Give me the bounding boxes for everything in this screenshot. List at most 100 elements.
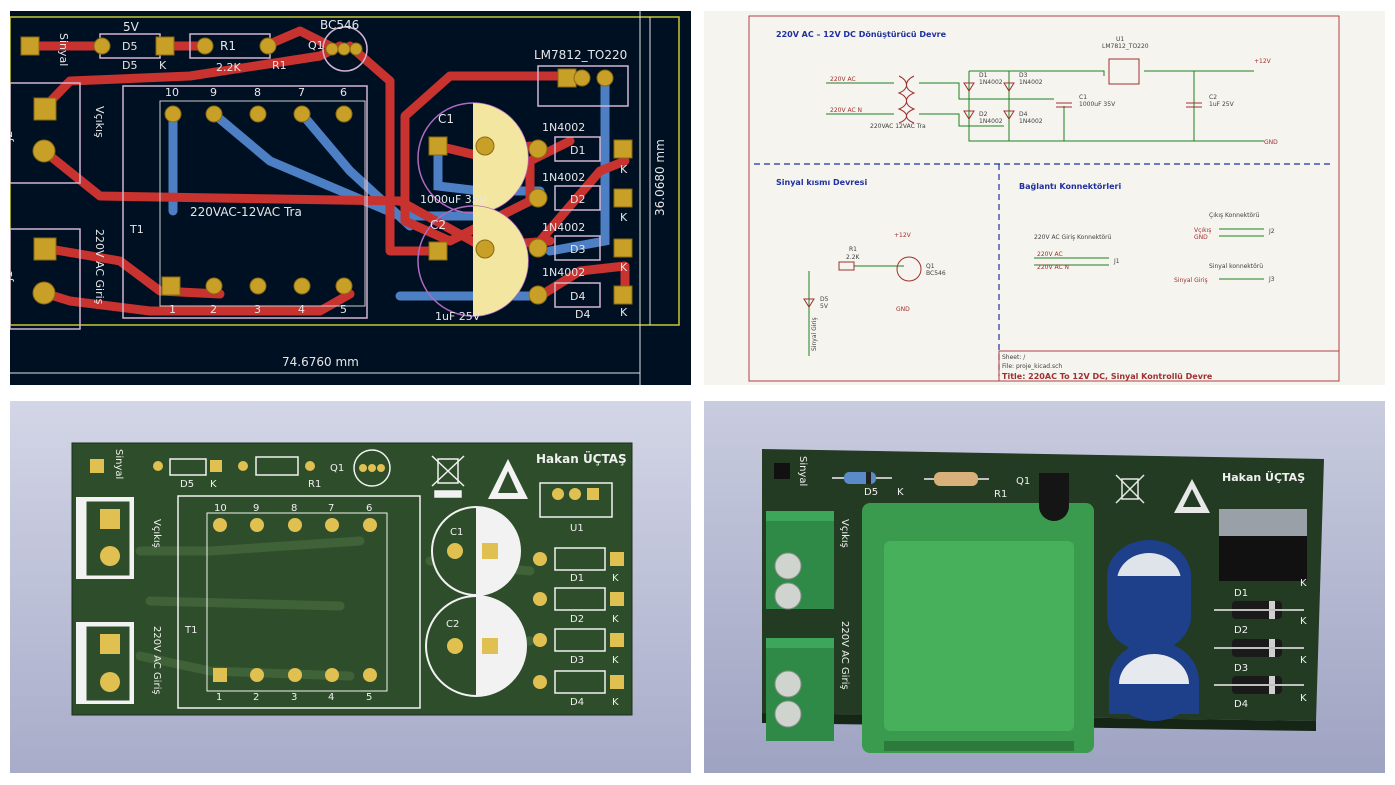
svg-text:6: 6 <box>366 503 372 514</box>
r1-ref2-label: R1 <box>272 59 287 72</box>
c1-ref-label: C1 <box>438 112 454 126</box>
transformer-value-label: 220VAC-12VAC Tra <box>190 205 302 219</box>
power-section-title: 220V AC – 12V DC Dönüştürücü Devre <box>776 30 947 39</box>
svg-text:Sinyal: Sinyal <box>113 449 124 479</box>
esd-logo <box>488 459 528 499</box>
svg-text:K: K <box>1300 693 1307 704</box>
pcb-board <box>71 442 633 716</box>
u1-outline <box>537 65 629 107</box>
c2-value-label: 1uF 25V <box>435 310 481 323</box>
transformer-pins <box>213 518 377 682</box>
front-copper-traces <box>25 26 630 316</box>
output-label: Vçıkış <box>93 106 106 138</box>
svg-text:K: K <box>1300 616 1307 627</box>
svg-text:10: 10 <box>214 503 227 514</box>
svg-text:7: 7 <box>328 503 334 514</box>
u1-footprint <box>539 482 613 518</box>
perspective-silkscreen-text: Hakan ÜÇTAŞ Sinyal Vçıkış 220V AC Giriş … <box>797 456 1307 710</box>
svg-text:1: 1 <box>169 303 176 316</box>
transformer-pin-numbers-top: 10 9 8 7 6 <box>165 86 347 99</box>
c2-polarity-fill <box>473 206 528 316</box>
r1-3d <box>924 472 989 486</box>
board-edge <box>10 16 680 326</box>
title-block-title: Title: 220AC To 12V DC, Sinyal Kontrollü… <box>1002 372 1213 381</box>
transformer-outline <box>122 85 368 319</box>
width-dimension-label: 74.6760 mm <box>282 355 359 369</box>
svg-text:D3: D3 <box>570 243 585 256</box>
signal-label: Sinyal <box>57 33 70 66</box>
diode-labels: 1N4002 D1 1N4002 D2 1N4002 D3 1N4002 D4 … <box>542 121 590 321</box>
svg-text:Sinyal konnektörü: Sinyal konnektörü <box>1209 263 1263 270</box>
svg-text:D1: D1 <box>979 72 988 79</box>
svg-text:D1: D1 <box>570 573 584 584</box>
svg-text:Vçıkış: Vçıkış <box>839 519 850 548</box>
r1-value-label: 2.2K <box>216 61 241 74</box>
transformer-silk <box>177 495 421 709</box>
schematic-panel: 220V AC – 12V DC Dönüştürücü Devre Sinya… <box>704 11 1385 385</box>
svg-text:1N4002: 1N4002 <box>542 121 585 134</box>
transformer-pin-numbers-bottom: 1 2 3 4 5 <box>169 303 347 316</box>
file-label: File: proje_kicad.sch <box>1002 363 1062 370</box>
height-dimension-label: 36.0680 mm <box>653 139 667 216</box>
c1-value-label: 1000uF 35V <box>420 193 487 206</box>
svg-text:5V: 5V <box>820 303 829 310</box>
svg-text:220V AC N: 220V AC N <box>1037 264 1069 271</box>
svg-text:K: K <box>1300 578 1307 589</box>
svg-text:C1: C1 <box>450 527 463 538</box>
title-block <box>998 350 1340 382</box>
t1-label: T1 <box>129 223 144 236</box>
svg-text:D2: D2 <box>979 111 988 118</box>
svg-text:220V AC N: 220V AC N <box>830 107 862 114</box>
svg-text:Q1: Q1 <box>1016 476 1030 487</box>
d5-3d <box>832 472 892 484</box>
svg-text:K: K <box>1300 655 1307 666</box>
svg-text:J1: J1 <box>1113 258 1120 265</box>
svg-text:K: K <box>897 487 904 498</box>
diode-footprints <box>533 547 624 694</box>
r1-footprint <box>255 456 299 476</box>
render-3d-perspective-drawing: Hakan ÜÇTAŞ Sinyal Vçıkış 220V AC Giriş … <box>762 449 1324 753</box>
svg-text:R1: R1 <box>849 246 857 253</box>
pads <box>20 36 633 305</box>
svg-text:+12V: +12V <box>894 232 912 239</box>
svg-text:10: 10 <box>165 86 179 99</box>
capacitors-3d <box>1107 540 1199 721</box>
j2-terminal-3d <box>766 511 834 610</box>
svg-text:K: K <box>612 614 619 625</box>
render-3d-top-drawing: Hakan ÜÇTAŞ Sinyal Vçıkış 220V AC Giriş … <box>71 442 633 716</box>
svg-text:3: 3 <box>254 303 261 316</box>
svg-text:U1: U1 <box>1116 36 1124 43</box>
signal-section-title: Sinyal kısmı Devresi <box>776 178 867 187</box>
signal-header-3d <box>774 463 790 479</box>
svg-text:J3: J3 <box>1268 276 1275 283</box>
weee-logo-3d <box>1115 474 1145 504</box>
svg-text:D2: D2 <box>570 193 585 206</box>
svg-text:GND: GND <box>1264 139 1278 146</box>
svg-text:2.2K: 2.2K <box>846 254 861 261</box>
svg-text:8: 8 <box>254 86 261 99</box>
svg-text:T1: T1 <box>184 625 197 636</box>
svg-text:1N4002: 1N4002 <box>979 79 1003 86</box>
svg-text:Hakan ÜÇTAŞ: Hakan ÜÇTAŞ <box>536 451 627 466</box>
u-value-label: LM7812_TO220 <box>534 48 627 62</box>
svg-text:9: 9 <box>210 86 217 99</box>
render-3d-top-panel: Hakan ÜÇTAŞ Sinyal Vçıkış 220V AC Giriş … <box>10 401 691 773</box>
svg-text:D5: D5 <box>180 479 194 490</box>
pcb-layout-drawing: 5V D5 D5 K R1 2.2K R1 BC546 Q1 LM7812_TO… <box>10 11 680 385</box>
svg-text:D4: D4 <box>570 290 585 303</box>
svg-text:1N4002: 1N4002 <box>542 221 585 234</box>
svg-text:K: K <box>612 655 619 666</box>
svg-text:220V AC: 220V AC <box>1037 251 1063 258</box>
svg-text:Q1: Q1 <box>330 463 344 474</box>
svg-text:Hakan ÜÇTAŞ: Hakan ÜÇTAŞ <box>1222 470 1305 484</box>
svg-text:K: K <box>210 479 217 490</box>
svg-text:220V AC Giriş Konnektörü: 220V AC Giriş Konnektörü <box>1034 234 1112 241</box>
svg-text:D4: D4 <box>570 697 584 708</box>
pcb-layout-panel: 5V D5 D5 K R1 2.2K R1 BC546 Q1 LM7812_TO… <box>10 11 691 385</box>
q-ref-label: Q1 <box>308 39 324 52</box>
j1-label: J1 <box>10 271 15 282</box>
regulator-3d <box>1219 509 1307 581</box>
svg-text:6: 6 <box>340 86 347 99</box>
transformer-3d <box>862 503 1094 753</box>
j2-label: J2 <box>10 131 15 142</box>
